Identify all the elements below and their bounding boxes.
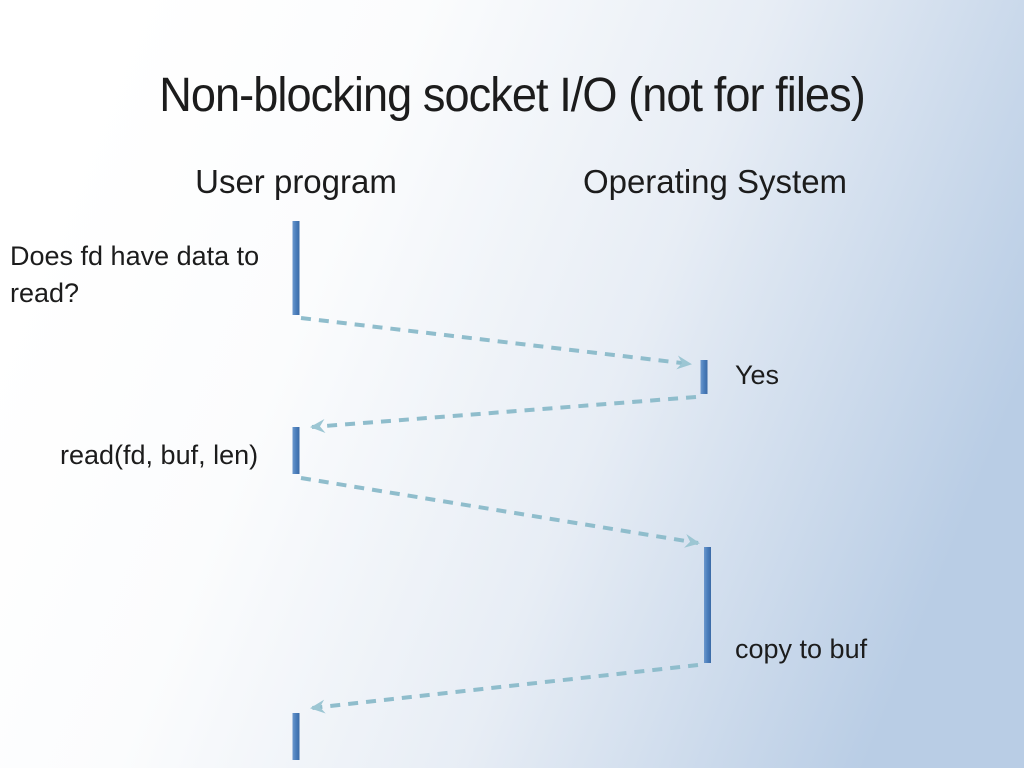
- lifeline-header-user-program: User program: [195, 163, 397, 200]
- note-copy-to-buf: copy to buf: [735, 634, 868, 664]
- message-arrow-yes-to-user: [310, 395, 697, 433]
- message-arrow-read-to-os: [300, 476, 700, 548]
- note-does-fd-have-data: Does fd have data to read?: [10, 241, 260, 308]
- activation-bar-user-3: [292, 713, 300, 760]
- activation-bar-os-1: [700, 360, 708, 394]
- slide-title: Non-blocking socket I/O (not for files): [159, 69, 866, 122]
- activation-bar-user-1: [292, 221, 300, 315]
- activation-bar-os-2: [704, 547, 711, 663]
- message-arrow-return-to-user: [310, 663, 699, 714]
- note-read-call: read(fd, buf, len): [60, 440, 259, 470]
- lifeline-header-operating-system: Operating System: [582, 163, 848, 200]
- message-arrow-query-to-os: [300, 316, 692, 370]
- activation-bar-user-2: [292, 427, 300, 474]
- note-yes: Yes: [735, 360, 780, 390]
